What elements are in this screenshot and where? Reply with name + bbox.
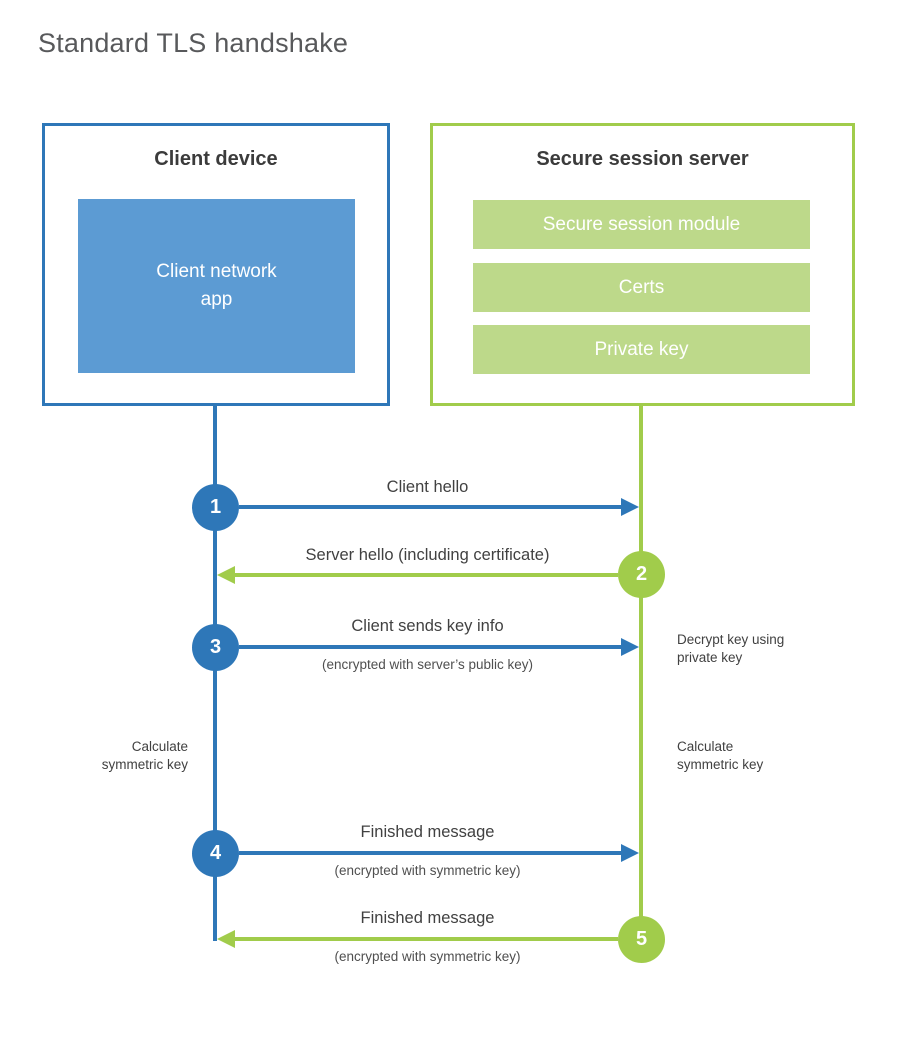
arrow-line-finished-client <box>239 851 621 855</box>
step-badge-1: 1 <box>192 484 239 531</box>
client-device-title: Client device <box>154 148 278 170</box>
step-badge-3: 3 <box>192 624 239 671</box>
message-label-client-key-info: Client sends key info <box>351 617 504 635</box>
arrow-head-left-icon <box>217 930 235 948</box>
note-calculate-symmetric-key-server: Calculate symmetric key <box>677 739 764 773</box>
server-title: Secure session server <box>536 148 749 170</box>
arrow-head-left-icon <box>217 566 235 584</box>
client-lifeline <box>213 406 217 941</box>
step-badge-5: 5 <box>618 916 665 963</box>
note-calculate-symmetric-key-client: Calculate symmetric key <box>101 739 188 773</box>
server-module-secure-session: Secure session module <box>473 200 810 249</box>
server-module-certs: Certs <box>473 263 810 312</box>
arrow-line-server-hello <box>235 573 618 577</box>
message-sublabel-finished-client: (encrypted with symmetric key) <box>334 863 521 878</box>
message-label-finished-server: Finished message <box>360 909 495 927</box>
message-label-client-hello: Client hello <box>386 478 469 496</box>
arrow-line-client-hello <box>239 505 621 509</box>
note-decrypt-key: Decrypt key using private key <box>677 632 785 666</box>
step-badge-2: 2 <box>618 551 665 598</box>
server-box: Secure session server Secure session mod… <box>430 123 855 406</box>
arrow-head-right-icon <box>621 638 639 656</box>
client-device-box: Client device Client network app <box>42 123 390 406</box>
message-label-server-hello: Server hello (including certificate) <box>305 546 550 564</box>
arrow-head-right-icon <box>621 498 639 516</box>
arrow-head-right-icon <box>621 844 639 862</box>
message-sublabel-finished-server: (encrypted with symmetric key) <box>334 949 521 964</box>
arrow-line-client-key-info <box>239 645 621 649</box>
client-network-app-box: Client network app <box>78 199 355 373</box>
message-label-finished-client: Finished message <box>360 823 495 841</box>
page-title: Standard TLS handshake <box>38 28 349 58</box>
step-badge-4: 4 <box>192 830 239 877</box>
server-lifeline <box>639 406 643 962</box>
arrow-line-finished-server <box>235 937 618 941</box>
server-module-private-key: Private key <box>473 325 810 374</box>
message-sublabel-client-key-info: (encrypted with server’s public key) <box>321 657 534 672</box>
